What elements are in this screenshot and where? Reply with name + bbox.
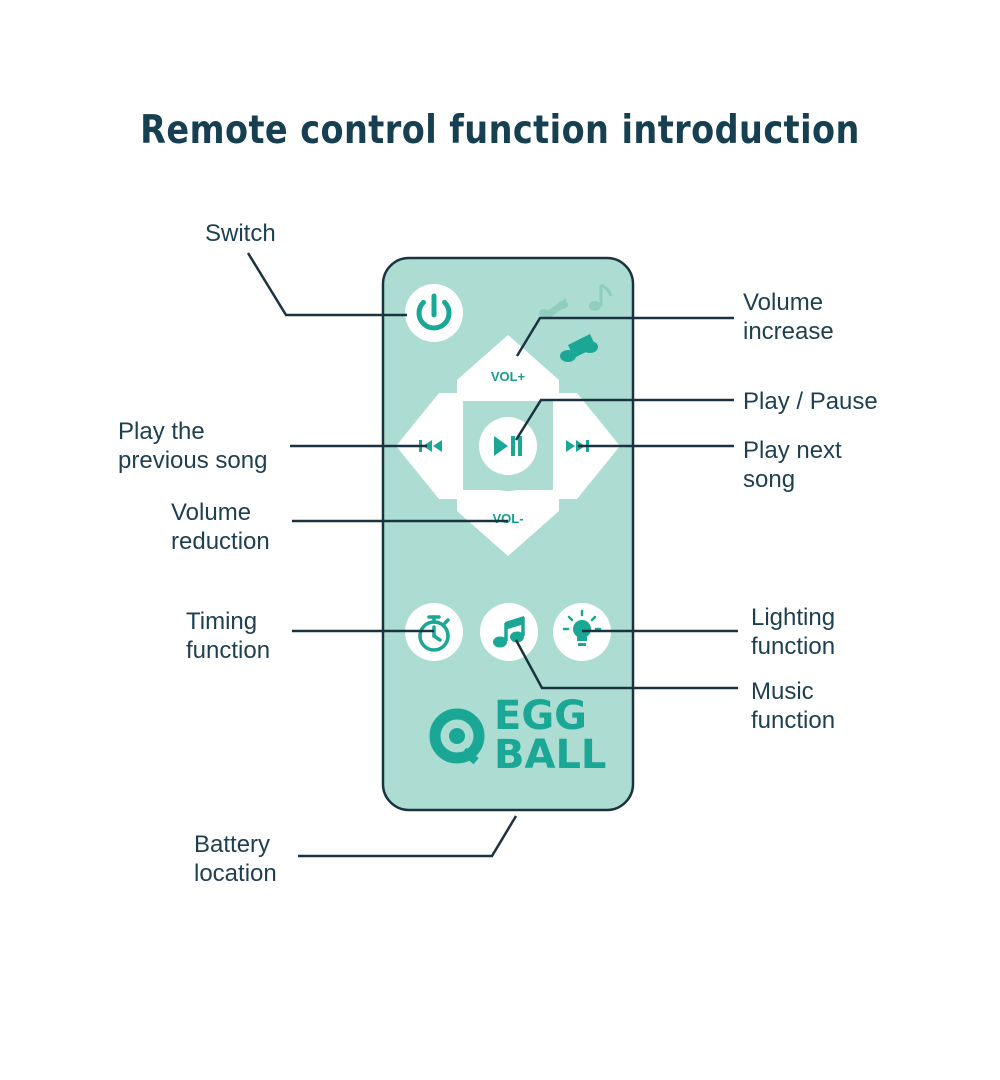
label-lighting: Lighting function — [751, 604, 836, 660]
volume-down-button — [457, 490, 559, 556]
label-music: Music function — [751, 678, 836, 734]
music-notes-decoration-icon — [539, 283, 613, 362]
play-pause-leader — [514, 398, 734, 441]
power-button — [405, 284, 463, 342]
volume-increase-leader — [515, 316, 734, 357]
page-title: Remote control function introduction — [140, 108, 860, 153]
timer-icon — [418, 615, 450, 652]
label-next-song: Play next song — [743, 437, 842, 493]
vol-down-label: VOL- — [492, 511, 523, 526]
label-play-pause: Play / Pause — [743, 388, 878, 415]
battery-leader — [298, 815, 518, 858]
vol-up-label: VOL+ — [491, 369, 526, 384]
music-button — [480, 603, 538, 661]
music-note-icon — [493, 616, 525, 648]
d-pad: VOL+ VOL- — [396, 335, 620, 556]
music-leader — [514, 639, 738, 690]
leader-lines — [246, 252, 738, 858]
label-volume-reduction: Volume reduction — [171, 499, 270, 555]
power-icon — [416, 293, 452, 331]
brand-line-1: EGG — [494, 693, 587, 739]
switch-leader — [246, 252, 407, 317]
play-pause-icon — [494, 436, 522, 456]
brand-logo-icon — [429, 708, 485, 765]
light-bulb-icon — [562, 609, 602, 646]
label-volume-increase: Volume increase — [743, 289, 834, 345]
volume-up-button — [457, 335, 559, 401]
label-battery: Battery location — [194, 831, 277, 887]
label-timing: Timing function — [186, 608, 271, 664]
label-previous-song: Play the previous song — [118, 418, 268, 474]
brand-line-2: BALL — [494, 732, 606, 778]
label-switch: Switch — [205, 220, 276, 247]
